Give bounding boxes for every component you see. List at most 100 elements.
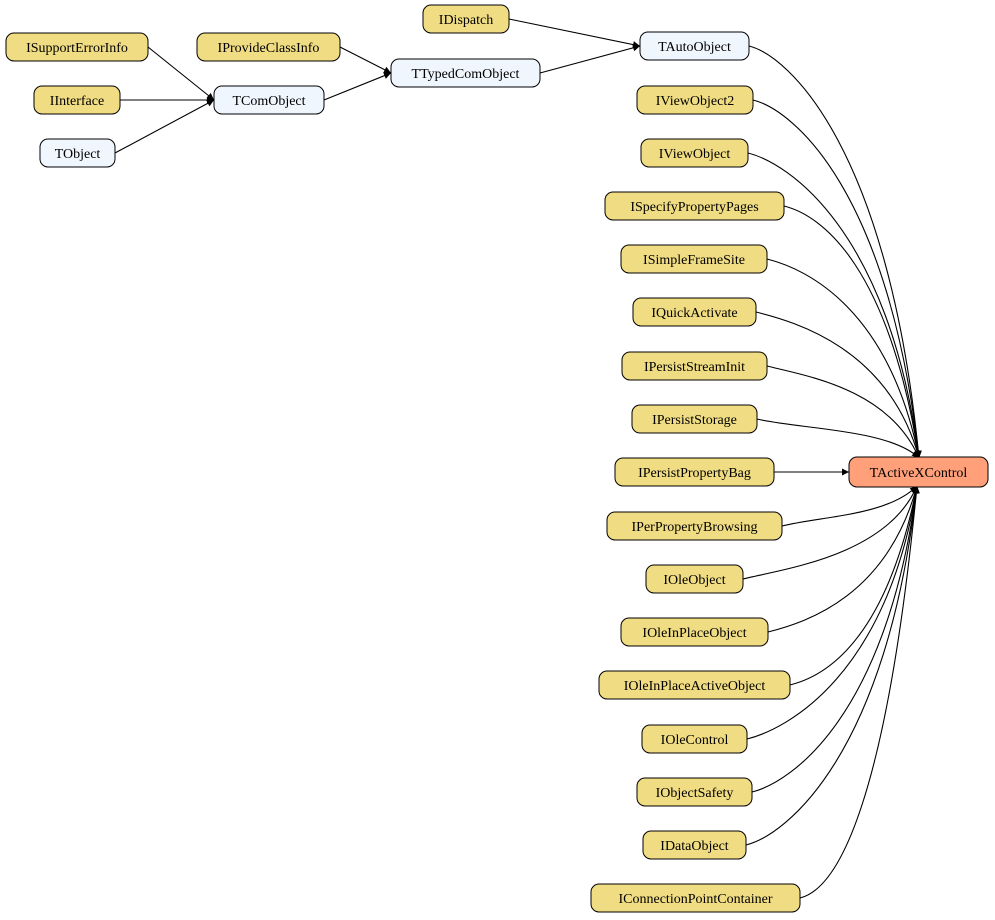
node-ttypedcomobject[interactable]: TTypedComObject [390, 58, 541, 88]
node-ispecifypropertypages[interactable]: ISpecifyPropertyPages [604, 191, 785, 221]
node-box [848, 456, 989, 488]
node-label: IObjectSafety [656, 786, 734, 801]
node-box [606, 511, 783, 541]
node-box [645, 564, 744, 594]
edge-idataobject-to-tactivexcontrol [745, 485, 920, 846]
node-ioleinplaceactiveobject[interactable]: IOleInPlaceActiveObject [598, 670, 791, 700]
node-iviewobject[interactable]: IViewObject [640, 138, 749, 168]
node-label: IInterface [50, 94, 104, 109]
node-box [196, 32, 341, 62]
node-ipersiststorage[interactable]: IPersistStorage [631, 404, 758, 434]
edge-ipersiststreaminit-to-tactivexcontrol [766, 365, 920, 459]
node-tcomobject[interactable]: TComObject [213, 85, 325, 115]
node-label: IViewObject [659, 147, 731, 162]
node-idataobject[interactable]: IDataObject [642, 830, 747, 860]
node-label: IViewObject2 [656, 94, 734, 109]
node-label: TActiveXControl [870, 466, 968, 481]
node-tactivexcontrol[interactable]: TActiveXControl [848, 456, 989, 488]
node-label: IPerPropertyBrowsing [632, 520, 758, 535]
node-label: IOleObject [663, 573, 725, 588]
node-box [641, 724, 748, 754]
node-tobject[interactable]: TObject [39, 138, 116, 168]
node-label: IConnectionPointContainer [619, 892, 773, 907]
edge-tautoobject-to-tactivexcontrol [748, 45, 922, 459]
node-label: ISimpleFrameSite [643, 253, 745, 268]
edge-ispecifypropertypages-to-tactivexcontrol [783, 205, 922, 459]
edge-ioleinplaceactiveobject-to-tactivexcontrol [789, 485, 920, 686]
node-box [33, 85, 121, 115]
node-iolecontrol[interactable]: IOleControl [641, 724, 748, 754]
node-box [636, 85, 754, 115]
node-box [39, 138, 116, 168]
node-iprovideclassinfo[interactable]: IProvideClassInfo [196, 32, 341, 62]
edge-idispatch-to-tautoobject [508, 18, 641, 49]
node-box [642, 830, 747, 860]
node-box [632, 297, 757, 327]
node-box [590, 883, 801, 913]
node-label: ISpecifyPropertyPages [630, 200, 758, 215]
node-ioleinplaceobject[interactable]: IOleInPlaceObject [620, 617, 769, 647]
node-iquickactivate[interactable]: IQuickActivate [632, 297, 757, 327]
node-label: IPersistPropertyBag [638, 466, 751, 481]
node-isimpleframesite[interactable]: ISimpleFrameSite [620, 244, 768, 274]
node-label: TAutoObject [658, 40, 731, 55]
node-iobjectsafety[interactable]: IObjectSafety [636, 777, 753, 807]
edge-ioleobject-to-tactivexcontrol [742, 485, 918, 580]
node-box [422, 4, 510, 34]
node-box [620, 617, 769, 647]
edge-iobjectsafety-to-tactivexcontrol [751, 485, 920, 793]
edge-iolecontrol-to-tactivexcontrol [746, 485, 920, 740]
node-label: IPersistStreamInit [644, 360, 745, 375]
edges-layer [114, 18, 922, 899]
node-tautoobject[interactable]: TAutoObject [639, 31, 750, 61]
node-box [639, 31, 750, 61]
node-box [621, 351, 768, 381]
edge-isupporterrorinfo-to-tcomobject [147, 46, 215, 101]
node-box [598, 670, 791, 700]
edge-ipersiststorage-to-tactivexcontrol [756, 418, 920, 459]
node-iinterface[interactable]: IInterface [33, 85, 121, 115]
edge-iquickactivate-to-tactivexcontrol [755, 311, 921, 459]
node-label: IOleInPlaceObject [642, 626, 746, 641]
edge-tcomobject-to-ttypedcomobject [323, 72, 392, 101]
node-label: IPersistStorage [652, 413, 737, 428]
node-box [5, 32, 149, 62]
node-label: IQuickActivate [651, 306, 737, 321]
node-ipersiststreaminit[interactable]: IPersistStreamInit [621, 351, 768, 381]
node-box [640, 138, 749, 168]
edge-iviewobject-to-tactivexcontrol [747, 152, 922, 459]
node-box [636, 777, 753, 807]
node-iviewobject2[interactable]: IViewObject2 [636, 85, 754, 115]
node-idispatch[interactable]: IDispatch [422, 4, 510, 34]
edge-iviewobject2-to-tactivexcontrol [752, 99, 922, 459]
node-iperpropertybrowsing[interactable]: IPerPropertyBrowsing [606, 511, 783, 541]
node-box [631, 404, 758, 434]
edge-isimpleframesite-to-tactivexcontrol [766, 258, 922, 459]
node-label: IOleInPlaceActiveObject [624, 679, 766, 694]
node-box [213, 85, 325, 115]
node-label: TObject [55, 147, 101, 162]
node-label: TComObject [232, 94, 305, 109]
edge-iconnectionpointcontainer-to-tactivexcontrol [799, 485, 920, 899]
node-isupporterrorinfo[interactable]: ISupportErrorInfo [5, 32, 149, 62]
node-box [620, 244, 768, 274]
edge-ttypedcomobject-to-tautoobject [539, 44, 641, 74]
node-label: ISupportErrorInfo [26, 41, 128, 56]
edge-iprovideclassinfo-to-ttypedcomobject [339, 46, 392, 74]
edge-iperpropertybrowsing-to-tactivexcontrol [781, 485, 918, 527]
node-box [614, 457, 775, 487]
node-ipersistpropertybag[interactable]: IPersistPropertyBag [614, 457, 775, 487]
edge-ioleinplaceobject-to-tactivexcontrol [767, 485, 919, 633]
edge-tobject-to-tcomobject [114, 99, 215, 154]
node-ioleobject[interactable]: IOleObject [645, 564, 744, 594]
node-label: IDispatch [439, 13, 493, 28]
node-iconnectionpointcontainer[interactable]: IConnectionPointContainer [590, 883, 801, 913]
node-label: IProvideClassInfo [218, 41, 320, 56]
node-label: IDataObject [660, 839, 729, 854]
node-label: TTypedComObject [412, 67, 520, 82]
node-box [604, 191, 785, 221]
node-label: IOleControl [661, 733, 729, 748]
node-box [390, 58, 541, 88]
